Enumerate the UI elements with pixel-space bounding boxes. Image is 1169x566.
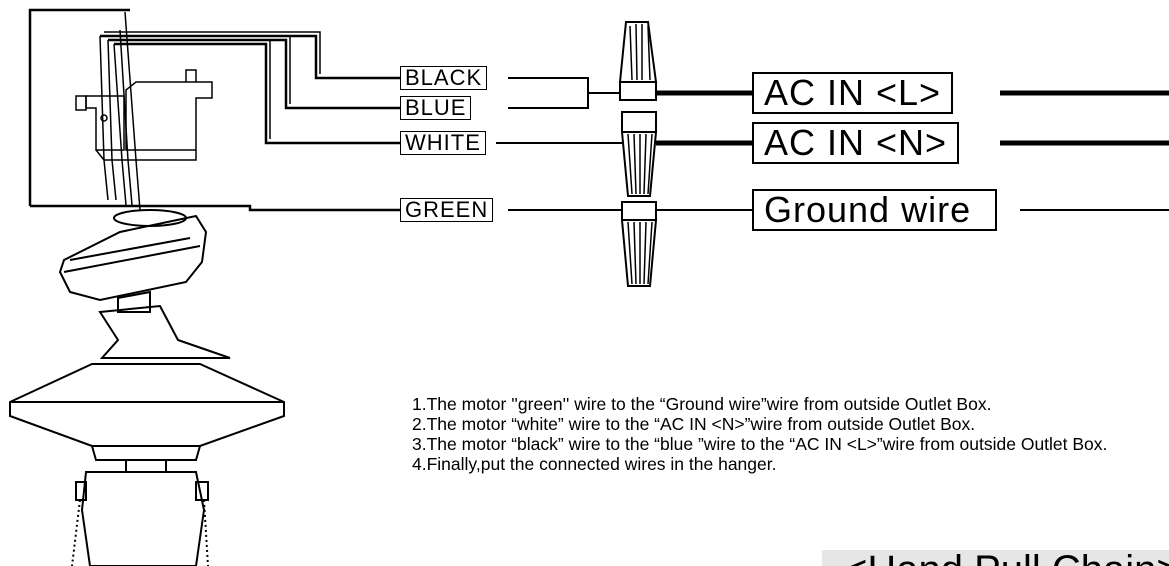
green-wire-label: GREEN [400, 198, 494, 222]
blue-wire-label: BLUE [400, 96, 472, 120]
fan-body [9, 209, 285, 566]
blue-wire-path [108, 38, 400, 110]
ac-in-n-label: AC IN <N> [752, 122, 960, 164]
connectors [618, 21, 658, 287]
wire-nut-2 [620, 111, 658, 197]
ac-in-l-label: AC IN <L> [752, 72, 954, 114]
white-wire-path [114, 42, 400, 145]
label-to-connector-wires [496, 77, 622, 211]
instruction-step-4: 4.Finally,put the connected wires in the… [412, 454, 777, 474]
outlet-box [75, 69, 213, 161]
instruction-step-2: 2.The motor “white” wire to the “AC IN <… [412, 414, 976, 434]
black-wire-path [100, 34, 400, 80]
wire-nut-3 [620, 201, 658, 287]
black-wire-label: BLACK [400, 66, 488, 90]
instruction-step-1: 1.The motor ''green'' wire to the “Groun… [412, 394, 992, 414]
supply-wires [656, 90, 1169, 211]
section-banner: <Hand Pull Chain> [822, 550, 1169, 566]
white-wire-label: WHITE [400, 131, 486, 155]
instruction-step-3: 3.The motor “black” wire to the “blue ”w… [412, 434, 1108, 454]
ground-wire-label: Ground wire [752, 189, 998, 231]
wire-nut-1 [618, 21, 658, 101]
